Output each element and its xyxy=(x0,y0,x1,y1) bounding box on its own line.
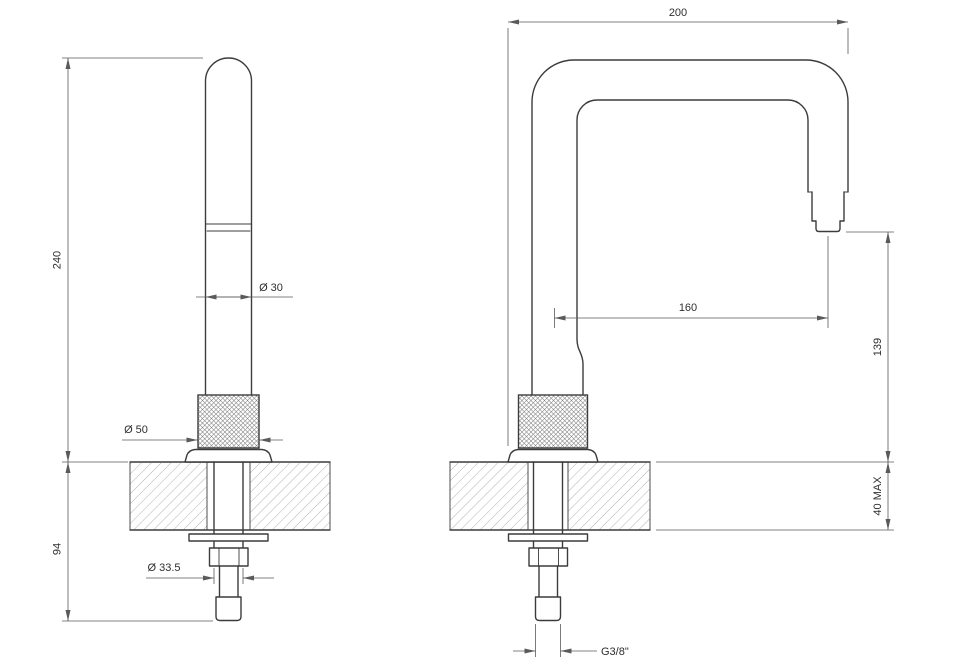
countertop-hatch-left xyxy=(450,463,528,530)
dim-shank-diameter-33-5: Ø 33.5 xyxy=(146,562,274,584)
base-flange-side xyxy=(507,448,599,463)
base-flange-front xyxy=(184,448,273,463)
knurled-grip-side xyxy=(517,394,589,449)
dim-counter-thickness-40max: 40 MAX xyxy=(656,462,894,531)
dim-outlet-height-label: 139 xyxy=(872,338,884,356)
dim-spout-diameter-30: Ø 30 xyxy=(196,282,293,300)
dim-depth-label: 200 xyxy=(669,7,687,19)
dim-height-240: 240 xyxy=(52,57,203,463)
dim-counter-thickness-label: 40 MAX xyxy=(872,476,884,516)
dim-below-counter-label: 94 xyxy=(52,543,64,555)
locknut-side xyxy=(528,547,569,567)
spout-column-front xyxy=(204,57,253,396)
dim-reach-160: 160 xyxy=(554,236,829,328)
dim-height-label: 240 xyxy=(52,251,64,269)
dim-base-diameter-50: Ø 50 xyxy=(122,424,283,443)
dim-outlet-height-139: 139 xyxy=(656,231,894,463)
front-view: 240 94 Ø 30 Ø 50 Ø 33.5 xyxy=(52,57,331,622)
supply-fitting-front xyxy=(215,596,242,622)
mounting-washer-front xyxy=(188,533,269,542)
dim-below-counter-94: 94 xyxy=(52,462,213,622)
supply-fitting-side xyxy=(534,596,562,622)
dim-spout-diameter-label: Ø 30 xyxy=(259,282,283,294)
side-view: 200 160 139 40 MAX G3/8" xyxy=(449,7,894,658)
dim-thread-label: G3/8" xyxy=(601,646,629,658)
dim-shank-diameter-label: Ø 33.5 xyxy=(147,562,180,574)
countertop-side xyxy=(449,461,651,531)
spout-inner-profile-side xyxy=(576,99,809,396)
dim-depth-200: 200 xyxy=(507,7,849,446)
locknut-front xyxy=(208,547,249,567)
countertop-hatch-right xyxy=(250,463,330,530)
knurled-grip-front xyxy=(197,394,260,449)
spout-outer-profile-side xyxy=(531,59,849,396)
dim-thread-g38: G3/8" xyxy=(513,624,629,658)
countertop-hatch-left xyxy=(130,463,207,530)
dim-base-diameter-label: Ø 50 xyxy=(124,424,148,436)
aerator-nozzle-side xyxy=(811,191,845,233)
mounting-washer-side xyxy=(507,533,589,542)
countertop-front xyxy=(129,461,331,531)
dim-reach-label: 160 xyxy=(679,302,697,314)
countertop-hatch-right xyxy=(568,463,650,530)
